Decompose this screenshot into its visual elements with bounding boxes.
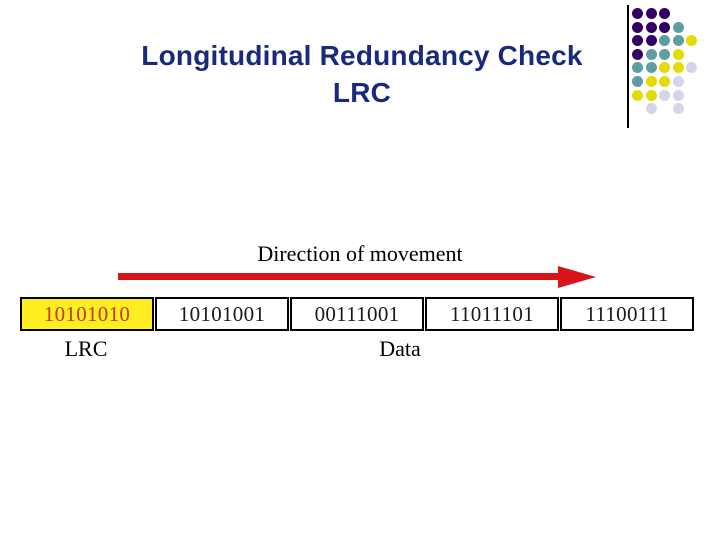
arrow-head [558,266,596,288]
decoration-dot [659,89,671,101]
direction-arrow-icon [118,266,596,288]
data-byte-block: 00111001 [290,297,424,331]
decoration-dot [686,62,698,74]
decoration-dot [632,89,643,101]
decoration-dot [672,35,684,47]
decoration-dot [659,35,671,47]
decoration-dot [672,76,684,87]
data-byte-block: 11011101 [425,297,559,331]
decoration-dot [672,21,684,33]
data-label: Data [379,336,421,361]
direction-of-movement-label: Direction of movement [257,241,463,266]
data-byte-block: 10101001 [155,297,289,331]
decoration-dot [672,48,684,60]
arrow-shaft [118,273,564,280]
decoration-dot [659,62,671,74]
dot-matrix-grid [632,8,720,118]
dot-matrix-decoration [620,0,720,135]
decoration-dot [659,21,671,33]
decoration-dot [645,21,657,33]
lrc-label: LRC [64,336,108,361]
decoration-dot [659,8,671,19]
decoration-dot [659,76,671,87]
decoration-dot [632,76,643,87]
decoration-dot [645,76,657,87]
decoration-dot [645,103,657,115]
lrc-byte-block: 10101010 [20,297,154,331]
decoration-dot [632,35,643,47]
decoration-dot [632,62,643,74]
decoration-dot [645,8,657,19]
page-title: Longitudinal Redundancy Check LRC [141,40,583,108]
decoration-dot [632,48,643,60]
data-byte-block: 11100111 [560,297,694,331]
decoration-dot [645,89,657,101]
decoration-dot [645,35,657,47]
decoration-dot [632,8,643,19]
vertical-rule-divider [627,5,629,128]
decoration-dot [645,62,657,74]
decoration-dot [686,35,698,47]
decoration-dot [645,48,657,60]
decoration-dot [672,62,684,74]
decoration-dot [659,48,671,60]
decoration-dot [672,103,684,115]
decoration-dot [632,21,643,33]
decoration-dot [672,89,684,101]
